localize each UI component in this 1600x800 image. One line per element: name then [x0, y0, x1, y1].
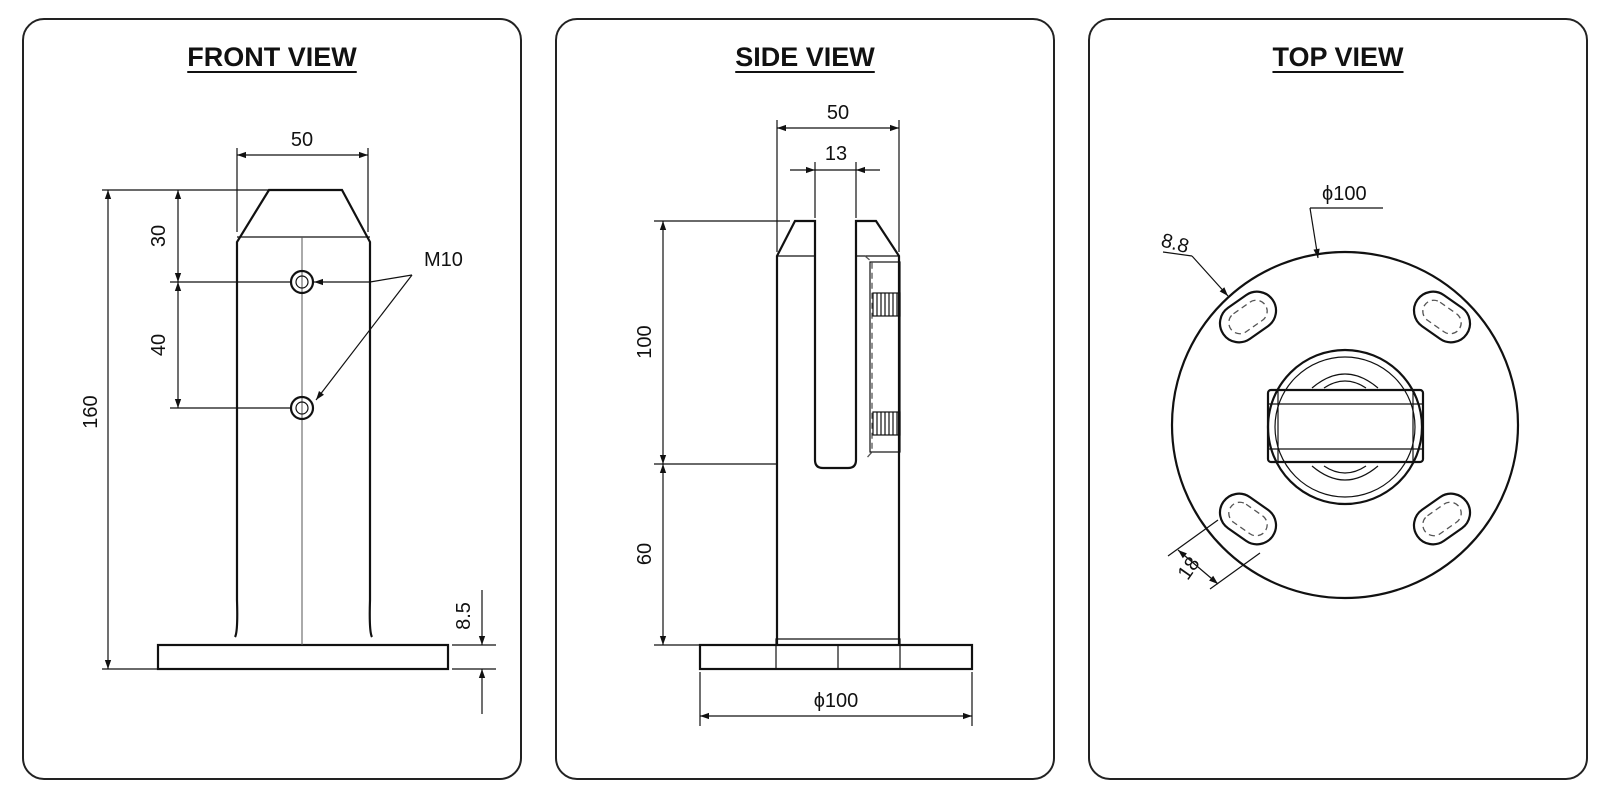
top-slot-bottom-left	[1218, 492, 1278, 546]
top-view-drawing: ϕ100 8.8 18	[1159, 183, 1520, 600]
side-view-drawing: 50 13 100 60 ϕ100	[634, 102, 974, 726]
top-diameter-leader	[1309, 207, 1320, 259]
front-base-plate	[156, 643, 450, 671]
front-height-label: 160	[80, 395, 102, 428]
side-base-label: ϕ100	[814, 690, 859, 712]
top-view-panel: TOP VIEW	[1088, 18, 1588, 780]
top-post-collar-outer	[1266, 348, 1424, 506]
top-post-collar-inner	[1274, 356, 1416, 498]
front-post-outline	[233, 188, 374, 638]
top-diameter-label: ϕ100	[1322, 183, 1367, 205]
top-view-title: TOP VIEW	[1272, 42, 1404, 72]
top-slot-bottom-right	[1412, 492, 1472, 546]
top-slot-length-dimension	[1177, 549, 1219, 585]
top-slot-length-label: 18	[1174, 553, 1205, 584]
side-upper-label: 100	[634, 325, 656, 358]
side-base-plate	[698, 643, 974, 671]
front-width-label: 50	[291, 129, 313, 151]
m10-callout-label: M10	[424, 249, 463, 271]
front-view-drawing: 50 30 40 160 8.5 M10	[80, 129, 496, 714]
m10-hole-lower	[289, 395, 315, 421]
front-spacing-label: 40	[148, 334, 170, 356]
side-post-left-half	[775, 219, 901, 645]
side-clamp-plate	[869, 261, 901, 453]
side-width-label: 50	[827, 102, 849, 124]
top-glass-clamp	[1266, 388, 1425, 464]
front-top-label: 30	[148, 225, 170, 247]
top-base-circle	[1170, 250, 1520, 600]
side-view-title: SIDE VIEW	[735, 42, 875, 72]
front-plate-label: 8.5	[453, 602, 475, 630]
top-slot-width-leader	[1191, 255, 1229, 297]
top-slot-top-left	[1218, 290, 1278, 344]
m10-hole-upper	[289, 269, 315, 295]
front-view-title: FRONT VIEW	[187, 42, 357, 72]
side-bolt-lower	[872, 411, 901, 436]
top-slot-top-right	[1412, 290, 1472, 344]
side-bolt-upper	[872, 292, 901, 317]
side-lower-label: 60	[634, 543, 656, 565]
m10-leader	[315, 274, 413, 401]
side-slot-label: 13	[825, 143, 847, 165]
top-slot-width-label: 8.8	[1159, 230, 1192, 258]
